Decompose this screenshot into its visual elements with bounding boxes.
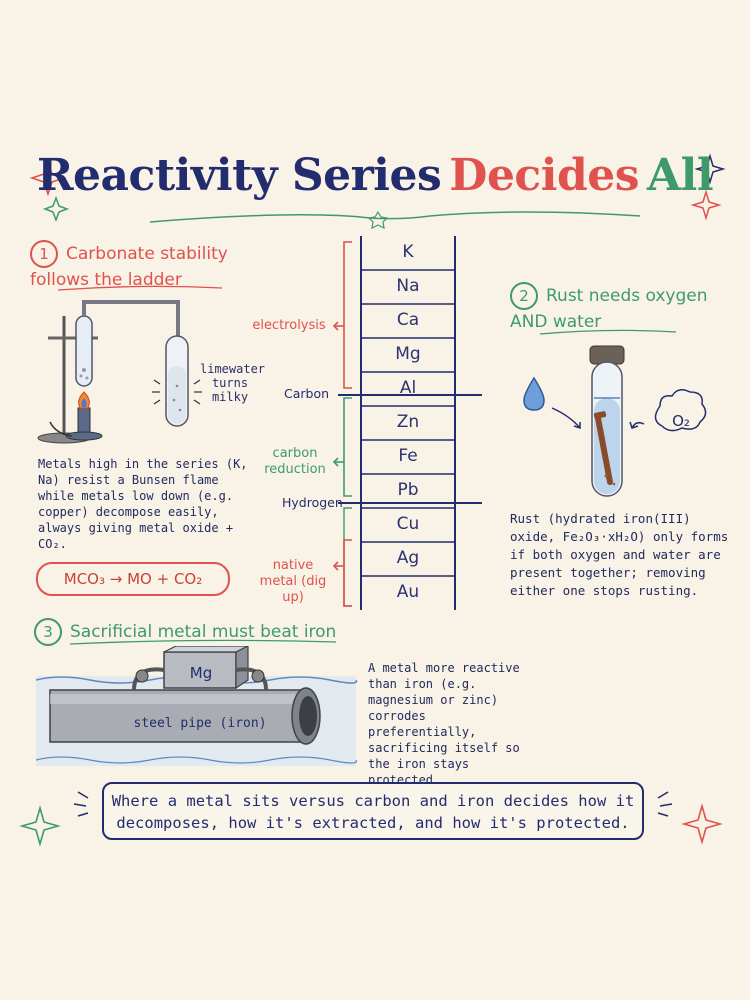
title-part-2: Decides bbox=[449, 150, 639, 201]
limewater-annotation: limewater turns milky bbox=[200, 362, 266, 404]
ladder-metal-fe: Fe bbox=[398, 446, 418, 466]
section-3-heading-text: Sacrificial metal must beat iron bbox=[70, 622, 337, 642]
native-metal-label: native metal (dig up) bbox=[259, 558, 327, 605]
pipe-label: steel pipe (iron) bbox=[133, 716, 267, 731]
title-part-3: All bbox=[646, 150, 714, 201]
oxygen-label: O₂ bbox=[672, 412, 690, 430]
divider-lines bbox=[338, 394, 482, 504]
sparkle-icon bbox=[694, 153, 726, 185]
sparkle-icon bbox=[29, 159, 67, 197]
section-1-heading-text: Carbonate stability follows the ladder bbox=[30, 244, 228, 290]
section-3-heading: 3 Sacrificial metal must beat iron bbox=[34, 618, 374, 646]
ladder-metal-na: Na bbox=[396, 276, 420, 296]
sparkle-icon bbox=[681, 803, 723, 845]
ladder-metal-zn: Zn bbox=[396, 412, 420, 432]
rust-test-tube-illustration bbox=[523, 345, 707, 497]
section-3-text: A metal more reactive than iron (e.g. ma… bbox=[368, 661, 520, 787]
ladder-metal-al: Al bbox=[399, 378, 417, 398]
ladder-metal-k: K bbox=[402, 242, 414, 262]
ladder-metal-cu: Cu bbox=[396, 514, 420, 534]
magnesium-block-label: Mg bbox=[189, 664, 213, 682]
carbonate-formula: MCO₃ → MO + CO₂ bbox=[36, 562, 230, 596]
section-2-text: Rust (hydrated iron(III) oxide, Fe₂O₃·xH… bbox=[510, 511, 729, 598]
group-brackets bbox=[332, 241, 352, 607]
ladder-metal-au: Au bbox=[396, 582, 420, 602]
section-2-heading-text: Rust needs oxygen AND water bbox=[510, 286, 708, 332]
sacrificial-pipe-illustration bbox=[35, 646, 358, 766]
ladder-metal-ca: Ca bbox=[396, 310, 420, 330]
water-drop-icon bbox=[523, 376, 545, 411]
heating-apparatus-illustration bbox=[37, 300, 202, 444]
accent-dashes bbox=[73, 791, 673, 817]
ladder-metal-mg: Mg bbox=[395, 344, 421, 364]
section-3-number: 3 bbox=[34, 618, 62, 646]
sparkle-icon bbox=[690, 189, 722, 221]
section-2-number: 2 bbox=[510, 282, 538, 310]
hydrogen-label: Hydrogen bbox=[282, 495, 343, 510]
ladder-metal-ag: Ag bbox=[396, 548, 420, 568]
electrolysis-label: electrolysis bbox=[252, 318, 326, 333]
ladder-rungs bbox=[361, 269, 455, 577]
ladder-frame bbox=[360, 236, 456, 610]
sparkle-icon bbox=[19, 805, 61, 847]
sparkle-icon bbox=[42, 195, 70, 223]
summary-box: Where a metal sits versus carbon and iro… bbox=[102, 782, 644, 840]
section-1-text: Metals high in the series (K, Na) resist… bbox=[38, 457, 248, 551]
carbon-label: Carbon bbox=[284, 386, 330, 401]
star-icon bbox=[367, 210, 389, 230]
section-1-number: 1 bbox=[30, 240, 58, 268]
carbon-reduction-label: carbon reduction bbox=[264, 446, 326, 477]
ladder-metal-pb: Pb bbox=[397, 480, 419, 500]
title-part-1: Reactivity Series bbox=[36, 150, 442, 201]
oxygen-cloud-icon bbox=[654, 389, 707, 432]
